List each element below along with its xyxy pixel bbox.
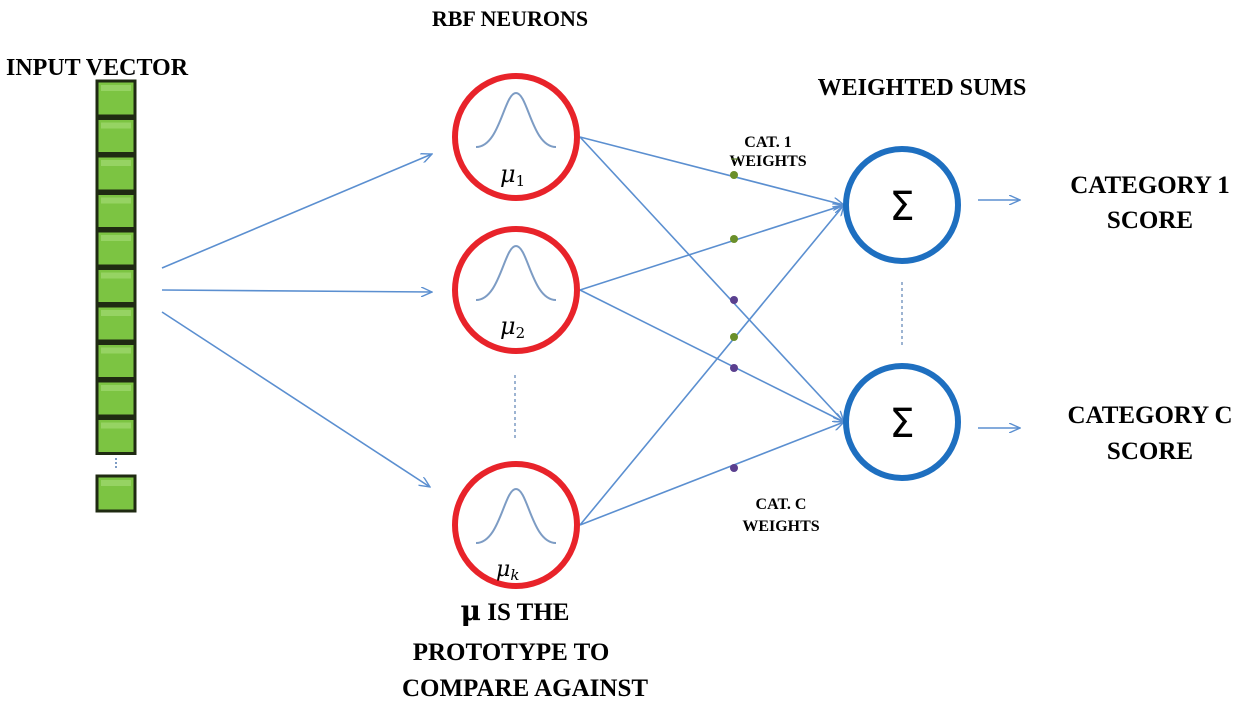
input-to-rbf1-arrow bbox=[161, 154, 432, 269]
input-vector-cell-highlight bbox=[101, 310, 131, 316]
input-vector-cell-highlight bbox=[101, 160, 131, 166]
cat1-weight-dot bbox=[730, 171, 738, 179]
cat1-weight-dot bbox=[730, 235, 738, 243]
edge-rbfk-sumc bbox=[579, 422, 844, 526]
catc-weight-dot bbox=[730, 364, 738, 372]
rbf-to-sum-edges bbox=[579, 136, 844, 526]
rbf-neuron-1: μ1 bbox=[452, 73, 580, 201]
edge-rbf2-sum1 bbox=[579, 205, 844, 291]
rbf-neuron-mu: μk bbox=[496, 557, 519, 584]
categoryc-score-label-line2: SCORE bbox=[1107, 438, 1193, 465]
rbf-neuron-ring bbox=[452, 73, 580, 201]
prototype-note-line2: PROTOTYPE TO bbox=[413, 639, 610, 666]
input-to-rbf2-arrow bbox=[161, 290, 432, 292]
weight-dots bbox=[730, 171, 738, 472]
input-vector-cell-highlight bbox=[101, 385, 131, 391]
edge-rbf1-sum1 bbox=[579, 136, 844, 205]
edge-rbf1-sumc bbox=[579, 136, 844, 422]
sigma-icon: Σ bbox=[889, 401, 914, 447]
prototype-note-line1: μ IS THE bbox=[461, 594, 570, 627]
input-vector-cell-highlight bbox=[101, 422, 131, 429]
rbf-neuron-ring bbox=[452, 226, 580, 354]
rbf-neurons-title: RBF NEURONS bbox=[432, 6, 588, 31]
input-vector-title: INPUT VECTOR bbox=[6, 55, 189, 81]
input-vector-cell-highlight bbox=[101, 235, 131, 241]
input-vector-cell-highlight bbox=[101, 272, 131, 279]
sum-node-ring bbox=[843, 363, 961, 481]
gaussian-curve-icon bbox=[475, 487, 557, 544]
input-vector-cell-highlight bbox=[101, 480, 131, 486]
categoryc-score-label-line1: CATEGORY C bbox=[1067, 402, 1232, 429]
input-vector-cell-highlight bbox=[101, 347, 131, 354]
catc-weight-dot bbox=[730, 464, 738, 472]
prototype-note-line3: COMPARE AGAINST bbox=[402, 675, 648, 702]
edge-rbfk-sum1 bbox=[579, 205, 844, 526]
input-vector bbox=[95, 79, 137, 513]
catc-weights-label-line1: CAT. C bbox=[756, 496, 807, 513]
rbf-neuron-2: μ2 bbox=[452, 226, 580, 354]
sum-node-category-c: Σ bbox=[843, 363, 961, 481]
sum-node-ring bbox=[843, 146, 961, 264]
edge-rbf2-sumc bbox=[579, 289, 844, 422]
gaussian-curve-icon bbox=[475, 91, 557, 148]
catc-weights-label-line2: WEIGHTS bbox=[742, 518, 819, 535]
cat1-weights-label-line2: WEIGHTS bbox=[729, 153, 806, 170]
gaussian-curve-icon bbox=[475, 244, 557, 301]
cat1-weights-label-line1: CAT. 1 bbox=[744, 134, 791, 151]
rbf-neuron-mu: μ2 bbox=[500, 312, 525, 342]
rbf-neuron-ring bbox=[452, 461, 580, 589]
category1-score-label-line2: SCORE bbox=[1107, 207, 1193, 234]
weighted-sums-title: WEIGHTED SUMS bbox=[818, 75, 1027, 101]
input-vector-cell-highlight bbox=[101, 85, 131, 91]
cat1-weight-dot bbox=[730, 333, 738, 341]
input-to-rbfk-arrow bbox=[161, 311, 430, 487]
rbf-neuron-mu: μ1 bbox=[500, 160, 525, 190]
catc-weight-dot bbox=[730, 296, 738, 304]
sigma-icon: Σ bbox=[889, 184, 914, 230]
sum-node-category-1: Σ bbox=[843, 146, 961, 264]
rbf-neuron-k: μk bbox=[452, 461, 580, 589]
input-vector-cell-highlight bbox=[101, 122, 131, 129]
category1-score-label-line1: CATEGORY 1 bbox=[1070, 172, 1230, 199]
input-vector-cell-highlight bbox=[101, 197, 131, 204]
